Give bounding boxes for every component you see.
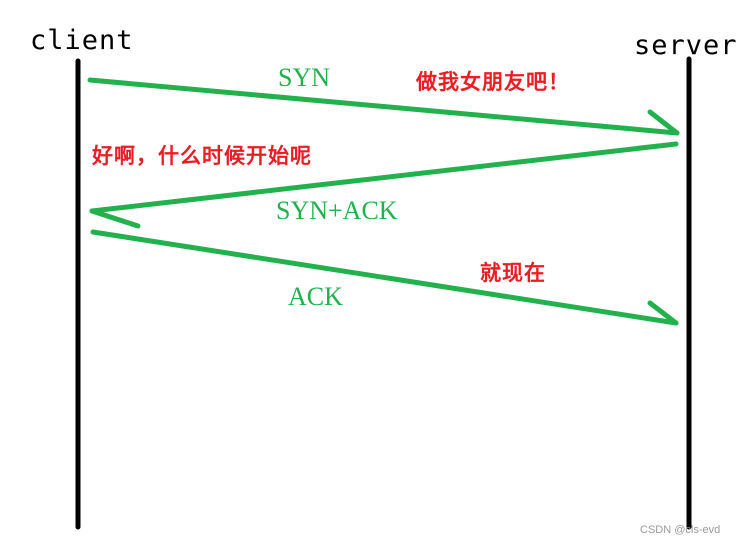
ack-note: 就现在 (480, 260, 546, 285)
syn-ack-note: 好啊，什么时候开始呢 (91, 143, 312, 168)
ack-label: ACK (288, 282, 343, 311)
syn-ack-label: SYN+ACK (276, 196, 398, 225)
client-label: client (30, 25, 134, 56)
server-label: server (634, 30, 738, 61)
message-syn: SYN 做我女朋友吧！ (87, 63, 680, 136)
ack-arrow-line (90, 229, 679, 326)
syn-arrow-line (87, 77, 680, 136)
syn-ack-arrow-line (89, 141, 679, 214)
syn-arrowhead (647, 109, 680, 136)
ack-arrowhead (647, 300, 679, 326)
message-ack: ACK 就现在 (90, 229, 679, 326)
syn-ack-arrowhead (89, 208, 141, 229)
watermark: CSDN @cls-evd (640, 524, 720, 536)
message-syn-ack: SYN+ACK 好啊，什么时候开始呢 (89, 141, 679, 229)
syn-note: 做我女朋友吧！ (415, 69, 570, 94)
syn-label: SYN (278, 63, 330, 92)
